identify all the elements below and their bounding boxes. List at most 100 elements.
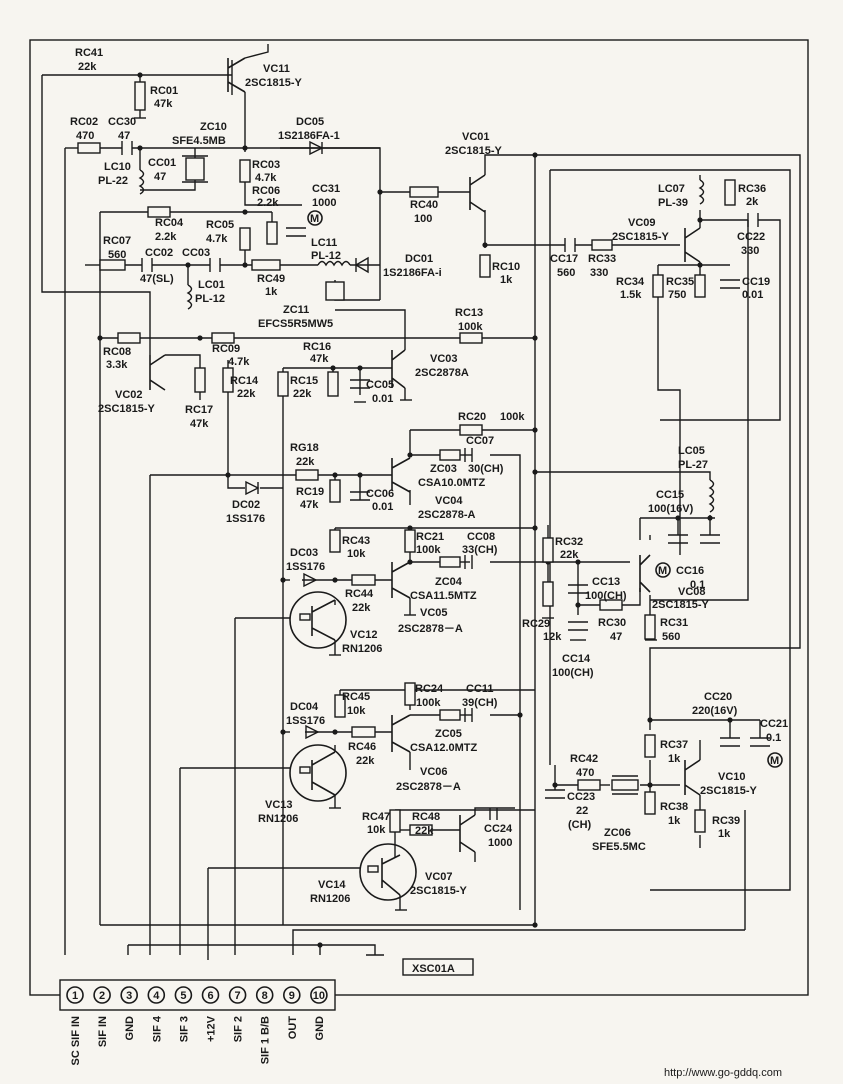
connector-pin-4[interactable] — [147, 986, 166, 1004]
dc02-ref: DC02 — [232, 499, 260, 511]
cc21-val: 0.1 — [766, 732, 781, 744]
vc07-part: 2SC1815-Y — [410, 885, 468, 897]
zc10-val: SFE4.5MB — [172, 135, 226, 147]
rc20-ref: RC20 — [458, 411, 486, 423]
ground-symbols — [134, 117, 657, 956]
rc41-ref: RC41 — [75, 47, 103, 59]
cc20-val: 220(16V) — [692, 705, 738, 717]
cc22-val: 330 — [741, 245, 759, 257]
rc09-ref: RC09 — [212, 343, 240, 355]
cc08-val: 33(CH) — [462, 544, 498, 556]
connector-pin-8[interactable] — [255, 986, 274, 1004]
connector-pin-label: SIF 2 — [233, 1016, 245, 1042]
rc35-val: 750 — [668, 289, 686, 301]
connector-body[interactable] — [59, 979, 336, 1011]
rc01-val: 47k — [154, 98, 173, 110]
cc14-ref: CC14 — [562, 653, 591, 665]
lc11-val: PL-12 — [311, 250, 341, 262]
connector-id: XSC01A — [412, 963, 455, 975]
connector-pin-label: SIF 3 — [178, 1016, 190, 1042]
connector-pin-1[interactable] — [66, 986, 84, 1004]
rg18-val: 22k — [296, 456, 315, 468]
connector-pin-number: 10 — [313, 990, 325, 1002]
cc23-type: (CH) — [568, 819, 592, 831]
vc02-part: 2SC1815-Y — [98, 403, 156, 415]
connector-pin-number: 5 — [180, 990, 186, 1002]
connector-pin-5[interactable] — [174, 986, 193, 1004]
zc04-val: CSA11.5MTZ — [410, 590, 477, 602]
dc01-ref: DC01 — [405, 253, 433, 265]
vc13-ref: VC13 — [265, 799, 293, 811]
rc32-ref: RC32 — [555, 536, 583, 548]
rc40-ref: RC40 — [410, 199, 438, 211]
rc48-ref: RC48 — [412, 811, 440, 823]
cc31-val: 1000 — [312, 197, 336, 209]
connector-pin-number: 9 — [289, 990, 295, 1002]
meter-mark-3: M — [770, 755, 779, 767]
cc03-ref: CC03 — [182, 247, 210, 259]
rc04-ref: RC04 — [155, 217, 184, 229]
rc30-val: 47 — [610, 631, 622, 643]
rc49-ref: RC49 — [257, 273, 285, 285]
vc14-part: RN1206 — [310, 893, 350, 905]
rc36-ref: RC36 — [738, 183, 766, 195]
lc07-ref: LC07 — [658, 183, 685, 195]
dc04-val: 1SS176 — [286, 715, 325, 727]
rc14-ref: RC14 — [230, 375, 259, 387]
dc04-ref: DC04 — [290, 701, 319, 713]
connector-pin-2[interactable] — [93, 986, 111, 1004]
connector-pin-number: 4 — [153, 990, 160, 1002]
rc03-ref: RC03 — [252, 159, 280, 171]
connector-pin-9[interactable] — [282, 986, 301, 1004]
rc38-val: 1k — [668, 815, 681, 827]
rc39-ref: RC39 — [712, 815, 740, 827]
rc09-val: 4.7k — [228, 356, 250, 368]
lc11-ref: LC11 — [311, 237, 337, 249]
rc19-val: 47k — [300, 499, 319, 511]
vc06-part: 2SC2878－A — [396, 781, 461, 793]
rc15-val: 22k — [293, 388, 312, 400]
meter-marks — [307, 210, 783, 768]
connector-pin-label: SC SIF IN — [70, 1016, 82, 1066]
rc06-ref: RC06 — [252, 185, 280, 197]
rc42-ref: RC42 — [570, 753, 598, 765]
rc36-val: 2k — [746, 196, 759, 208]
vc08-part: 2SC1815-Y — [652, 599, 710, 611]
vc06-ref: VC06 — [420, 766, 448, 778]
lc01-val: PL-12 — [195, 293, 225, 305]
capacitor-plates — [121, 141, 770, 820]
vc11-ref: VC11 — [263, 63, 290, 75]
cc19-val: 0.01 — [742, 289, 763, 301]
vc08-ref: VC08 — [678, 586, 706, 598]
rc44-val: 22k — [352, 602, 371, 614]
dc01-val: 1S2186FA-i — [383, 267, 442, 279]
dc05-val: 1S2186FA-1 — [278, 130, 340, 142]
vc10-ref: VC10 — [718, 771, 746, 783]
rc05-ref: RC05 — [206, 219, 234, 231]
vc01-part: 2SC1815-Y — [445, 145, 503, 157]
zc06-ref: ZC06 — [604, 827, 631, 839]
rc29-ref: RC29 — [522, 618, 550, 630]
connector-pin-3[interactable] — [120, 986, 138, 1004]
rc46-ref: RC46 — [348, 741, 376, 753]
zc10-ref: ZC10 — [200, 121, 227, 133]
rc17-ref: RC17 — [185, 404, 213, 416]
rc47-ref: RC47 — [362, 811, 390, 823]
rc24-val: 100k — [416, 697, 441, 709]
cc08-ref: CC08 — [467, 531, 495, 543]
cc14-val: 100(CH) — [552, 667, 594, 679]
connector-pin-7[interactable] — [228, 986, 247, 1004]
connector-pin-10[interactable] — [310, 986, 328, 1004]
rc44-ref: RC44 — [345, 588, 374, 600]
rc14-val: 22k — [237, 388, 256, 400]
cc06-ref: CC06 — [366, 488, 394, 500]
connector-pin-6[interactable] — [201, 986, 220, 1004]
rc21-ref: RC21 — [416, 531, 444, 543]
vc07-ref: VC07 — [425, 871, 453, 883]
rc33-val: 330 — [590, 267, 608, 279]
rc05-val: 4.7k — [206, 233, 228, 245]
cc06-val: 0.01 — [372, 501, 393, 513]
dc02-val: 1SS176 — [226, 513, 265, 525]
vc03-ref: VC03 — [430, 353, 458, 365]
cc23-ref: CC23 — [567, 791, 595, 803]
